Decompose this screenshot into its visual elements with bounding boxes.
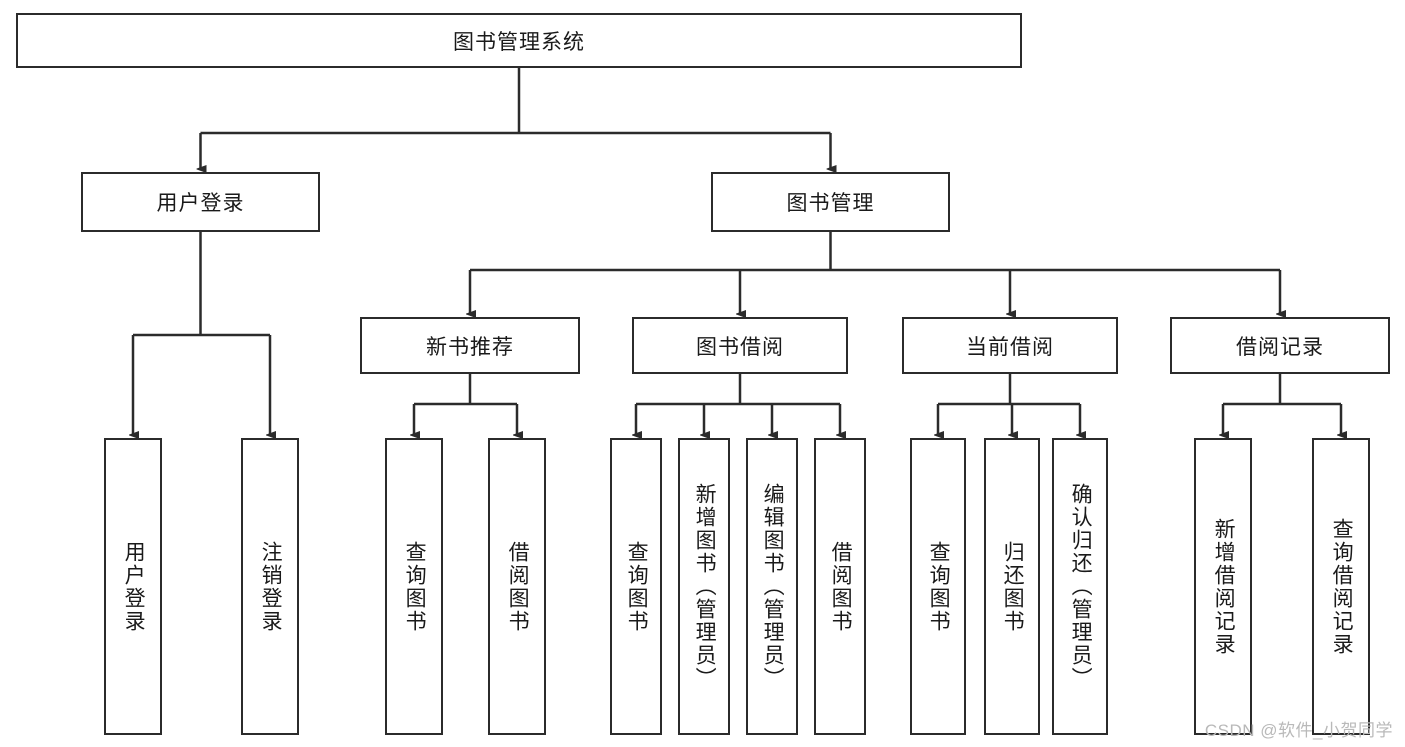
node-l3_e2[interactable]: 查询借阅记录 [1312, 438, 1370, 735]
node-label: 新增借阅记录 [1212, 517, 1236, 656]
node-l3_a1[interactable]: 用户登录 [104, 438, 162, 735]
node-l3_c2[interactable]: 新增图书（管理员） [678, 438, 730, 735]
watermark: CSDN @软件_小贺同学 [1204, 721, 1393, 740]
node-label: 当前借阅 [966, 335, 1054, 359]
node-label: 图书管理 [786, 192, 875, 215]
node-label: 用户登录 [156, 192, 245, 215]
node-l3_e1[interactable]: 新增借阅记录 [1194, 438, 1252, 735]
node-label: 注销登录 [259, 540, 283, 633]
node-label: 图书管理系统 [453, 30, 585, 54]
node-label: 借阅记录 [1236, 335, 1324, 359]
node-label: 确认归还（管理员） [1069, 483, 1093, 690]
node-l1_books[interactable]: 图书管理 [711, 172, 950, 232]
node-label: 查询图书 [403, 540, 427, 633]
node-l3_d1[interactable]: 查询图书 [910, 438, 966, 735]
node-label: 用户登录 [122, 540, 146, 633]
node-label: 借阅图书 [506, 540, 530, 633]
node-l3_b2[interactable]: 借阅图书 [488, 438, 546, 735]
node-root[interactable]: 图书管理系统 [16, 13, 1022, 68]
node-l2_borrow[interactable]: 图书借阅 [632, 317, 848, 374]
node-label: 借阅图书 [829, 540, 853, 633]
node-label: 查询借阅记录 [1330, 517, 1354, 656]
node-label: 新增图书（管理员） [693, 483, 717, 690]
node-l3_c1[interactable]: 查询图书 [610, 438, 662, 735]
node-l3_c4[interactable]: 借阅图书 [814, 438, 866, 735]
node-l3_d3[interactable]: 确认归还（管理员） [1052, 438, 1108, 735]
node-l3_d2[interactable]: 归还图书 [984, 438, 1040, 735]
node-l3_a2[interactable]: 注销登录 [241, 438, 299, 735]
node-label: 查询图书 [927, 540, 951, 633]
node-l1_login[interactable]: 用户登录 [81, 172, 320, 232]
node-l3_b1[interactable]: 查询图书 [385, 438, 443, 735]
node-label: 归还图书 [1001, 540, 1025, 633]
node-label: 图书借阅 [696, 335, 784, 359]
node-label: 新书推荐 [426, 335, 514, 359]
node-label: 编辑图书（管理员） [761, 483, 785, 690]
node-l2_newbook[interactable]: 新书推荐 [360, 317, 580, 374]
node-l2_records[interactable]: 借阅记录 [1170, 317, 1390, 374]
node-l3_c3[interactable]: 编辑图书（管理员） [746, 438, 798, 735]
node-label: 查询图书 [625, 540, 649, 633]
node-l2_current[interactable]: 当前借阅 [902, 317, 1118, 374]
